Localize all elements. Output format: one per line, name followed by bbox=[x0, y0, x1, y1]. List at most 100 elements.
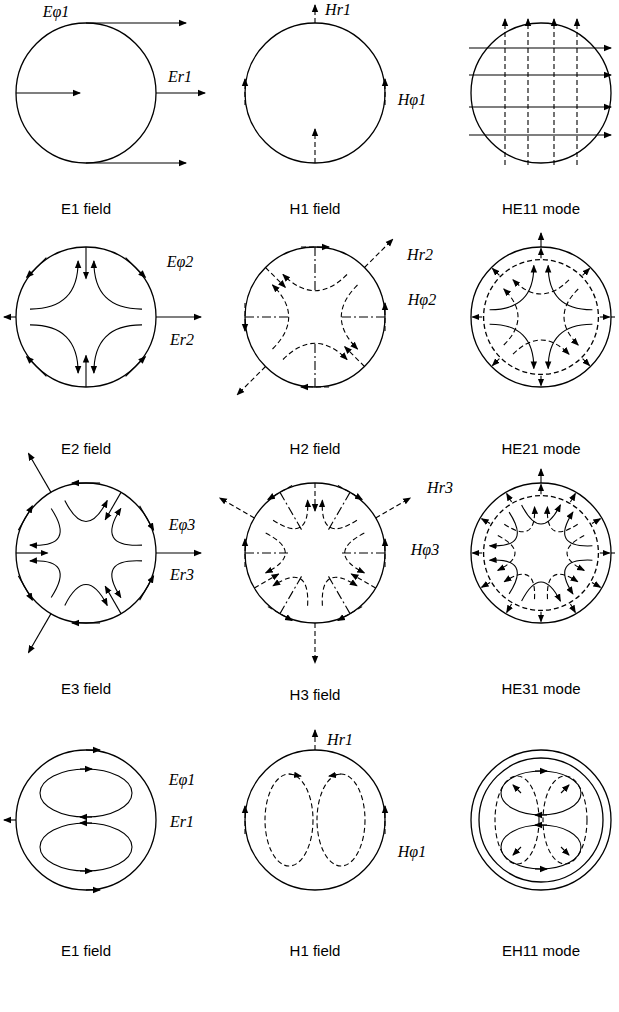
field-curve bbox=[513, 340, 569, 354]
field-line bbox=[280, 574, 303, 613]
guide-circle bbox=[245, 750, 385, 890]
field-arrow bbox=[80, 816, 92, 817]
panel-caption: H3 field bbox=[290, 687, 341, 702]
field-arrow bbox=[364, 239, 392, 267]
field-arrow bbox=[469, 74, 611, 75]
field-arrow bbox=[384, 79, 385, 105]
field-arrow bbox=[338, 607, 362, 621]
field-arrow bbox=[384, 806, 385, 834]
panel-caption: EH11 mode bbox=[502, 943, 580, 958]
field-arrow bbox=[314, 129, 315, 163]
field-arrow bbox=[29, 614, 52, 653]
field-curve bbox=[30, 261, 78, 309]
field-arrow bbox=[507, 604, 512, 612]
field-arrow bbox=[469, 106, 611, 107]
field-arrow bbox=[535, 868, 547, 869]
field-component-label: Hr2 bbox=[407, 247, 433, 263]
field-curve bbox=[498, 536, 515, 571]
field-curve bbox=[504, 289, 518, 345]
field-component-label: Hr3 bbox=[427, 480, 453, 496]
field-arrow bbox=[535, 814, 547, 815]
field-arrow bbox=[561, 785, 569, 793]
guide-circle bbox=[484, 260, 599, 375]
panel-caption: HE11 mode bbox=[502, 201, 580, 216]
field-arrow bbox=[583, 359, 590, 366]
field-arrow bbox=[570, 604, 575, 612]
field-arrow bbox=[329, 774, 341, 776]
field-line bbox=[245, 552, 291, 553]
field-curve bbox=[322, 500, 357, 528]
field-line bbox=[245, 316, 291, 317]
field-component-label: Hφ3 bbox=[411, 542, 439, 558]
guide-circle bbox=[471, 483, 611, 623]
field-arrow bbox=[600, 316, 610, 317]
field-arrow bbox=[513, 847, 521, 855]
guide-circle bbox=[471, 750, 611, 890]
panel-caption: HE31 mode bbox=[501, 681, 580, 696]
field-curve bbox=[94, 325, 142, 373]
field-arrow bbox=[156, 316, 201, 317]
field-arrow bbox=[27, 258, 47, 278]
guide-circle bbox=[245, 23, 385, 163]
field-arrow bbox=[492, 359, 499, 366]
field-loop bbox=[40, 823, 132, 871]
field-arrow bbox=[345, 347, 365, 367]
field-curve bbox=[65, 585, 107, 606]
field-arrow bbox=[507, 494, 512, 502]
guide-circle bbox=[245, 247, 385, 387]
field-arrow bbox=[540, 469, 541, 483]
panel-caption: E1 field bbox=[61, 943, 111, 958]
panel-caption: HE21 mode bbox=[501, 441, 580, 456]
field-arrow bbox=[86, 162, 186, 163]
field-arrow bbox=[583, 268, 590, 275]
field-arrow bbox=[254, 574, 278, 588]
field-arrow bbox=[29, 453, 52, 492]
field-curve bbox=[30, 561, 60, 598]
field-arrow bbox=[314, 623, 315, 663]
field-arrow bbox=[513, 785, 521, 793]
field-component-label: Eφ1 bbox=[169, 772, 196, 788]
field-component-label: Hφ1 bbox=[398, 92, 426, 108]
field-component-label: Er1 bbox=[168, 69, 192, 85]
field-curve bbox=[30, 509, 60, 546]
field-line bbox=[611, 316, 615, 317]
panel-caption: E2 field bbox=[61, 441, 111, 456]
field-arrow bbox=[540, 248, 541, 258]
field-arrow bbox=[140, 576, 154, 600]
field-curve bbox=[266, 533, 286, 573]
field-component-label: Hr1 bbox=[325, 2, 351, 18]
field-arrow bbox=[80, 768, 92, 769]
field-arrow bbox=[18, 576, 32, 600]
field-curve bbox=[273, 500, 308, 528]
field-arrow bbox=[351, 574, 375, 588]
field-curve bbox=[30, 325, 78, 373]
field-curve bbox=[547, 507, 577, 532]
field-arrow bbox=[126, 258, 146, 278]
field-curve bbox=[547, 574, 577, 599]
guide-circle bbox=[16, 23, 156, 163]
field-arrow bbox=[338, 485, 362, 499]
field-curve bbox=[504, 507, 534, 532]
field-arrow bbox=[504, 19, 505, 165]
field-component-label: Eφ2 bbox=[167, 254, 194, 270]
field-arrow bbox=[86, 22, 186, 23]
field-arrow bbox=[535, 770, 547, 771]
field-arrow bbox=[535, 824, 547, 825]
panel-caption: H1 field bbox=[290, 201, 341, 216]
field-curve bbox=[490, 266, 534, 310]
field-arrow bbox=[314, 5, 315, 23]
field-arrow bbox=[105, 586, 121, 613]
field-loop bbox=[501, 771, 581, 815]
panel-caption: E1 field bbox=[61, 201, 111, 216]
field-arrow bbox=[540, 376, 541, 386]
guide-circle bbox=[16, 483, 156, 623]
field-arrow bbox=[314, 730, 315, 750]
field-curve bbox=[522, 582, 561, 601]
field-arrow bbox=[472, 316, 482, 317]
field-arrow bbox=[314, 483, 315, 511]
field-arrow bbox=[140, 506, 154, 530]
field-arrow bbox=[469, 134, 611, 135]
field-loop bbox=[265, 774, 313, 866]
guide-circle bbox=[471, 23, 611, 163]
